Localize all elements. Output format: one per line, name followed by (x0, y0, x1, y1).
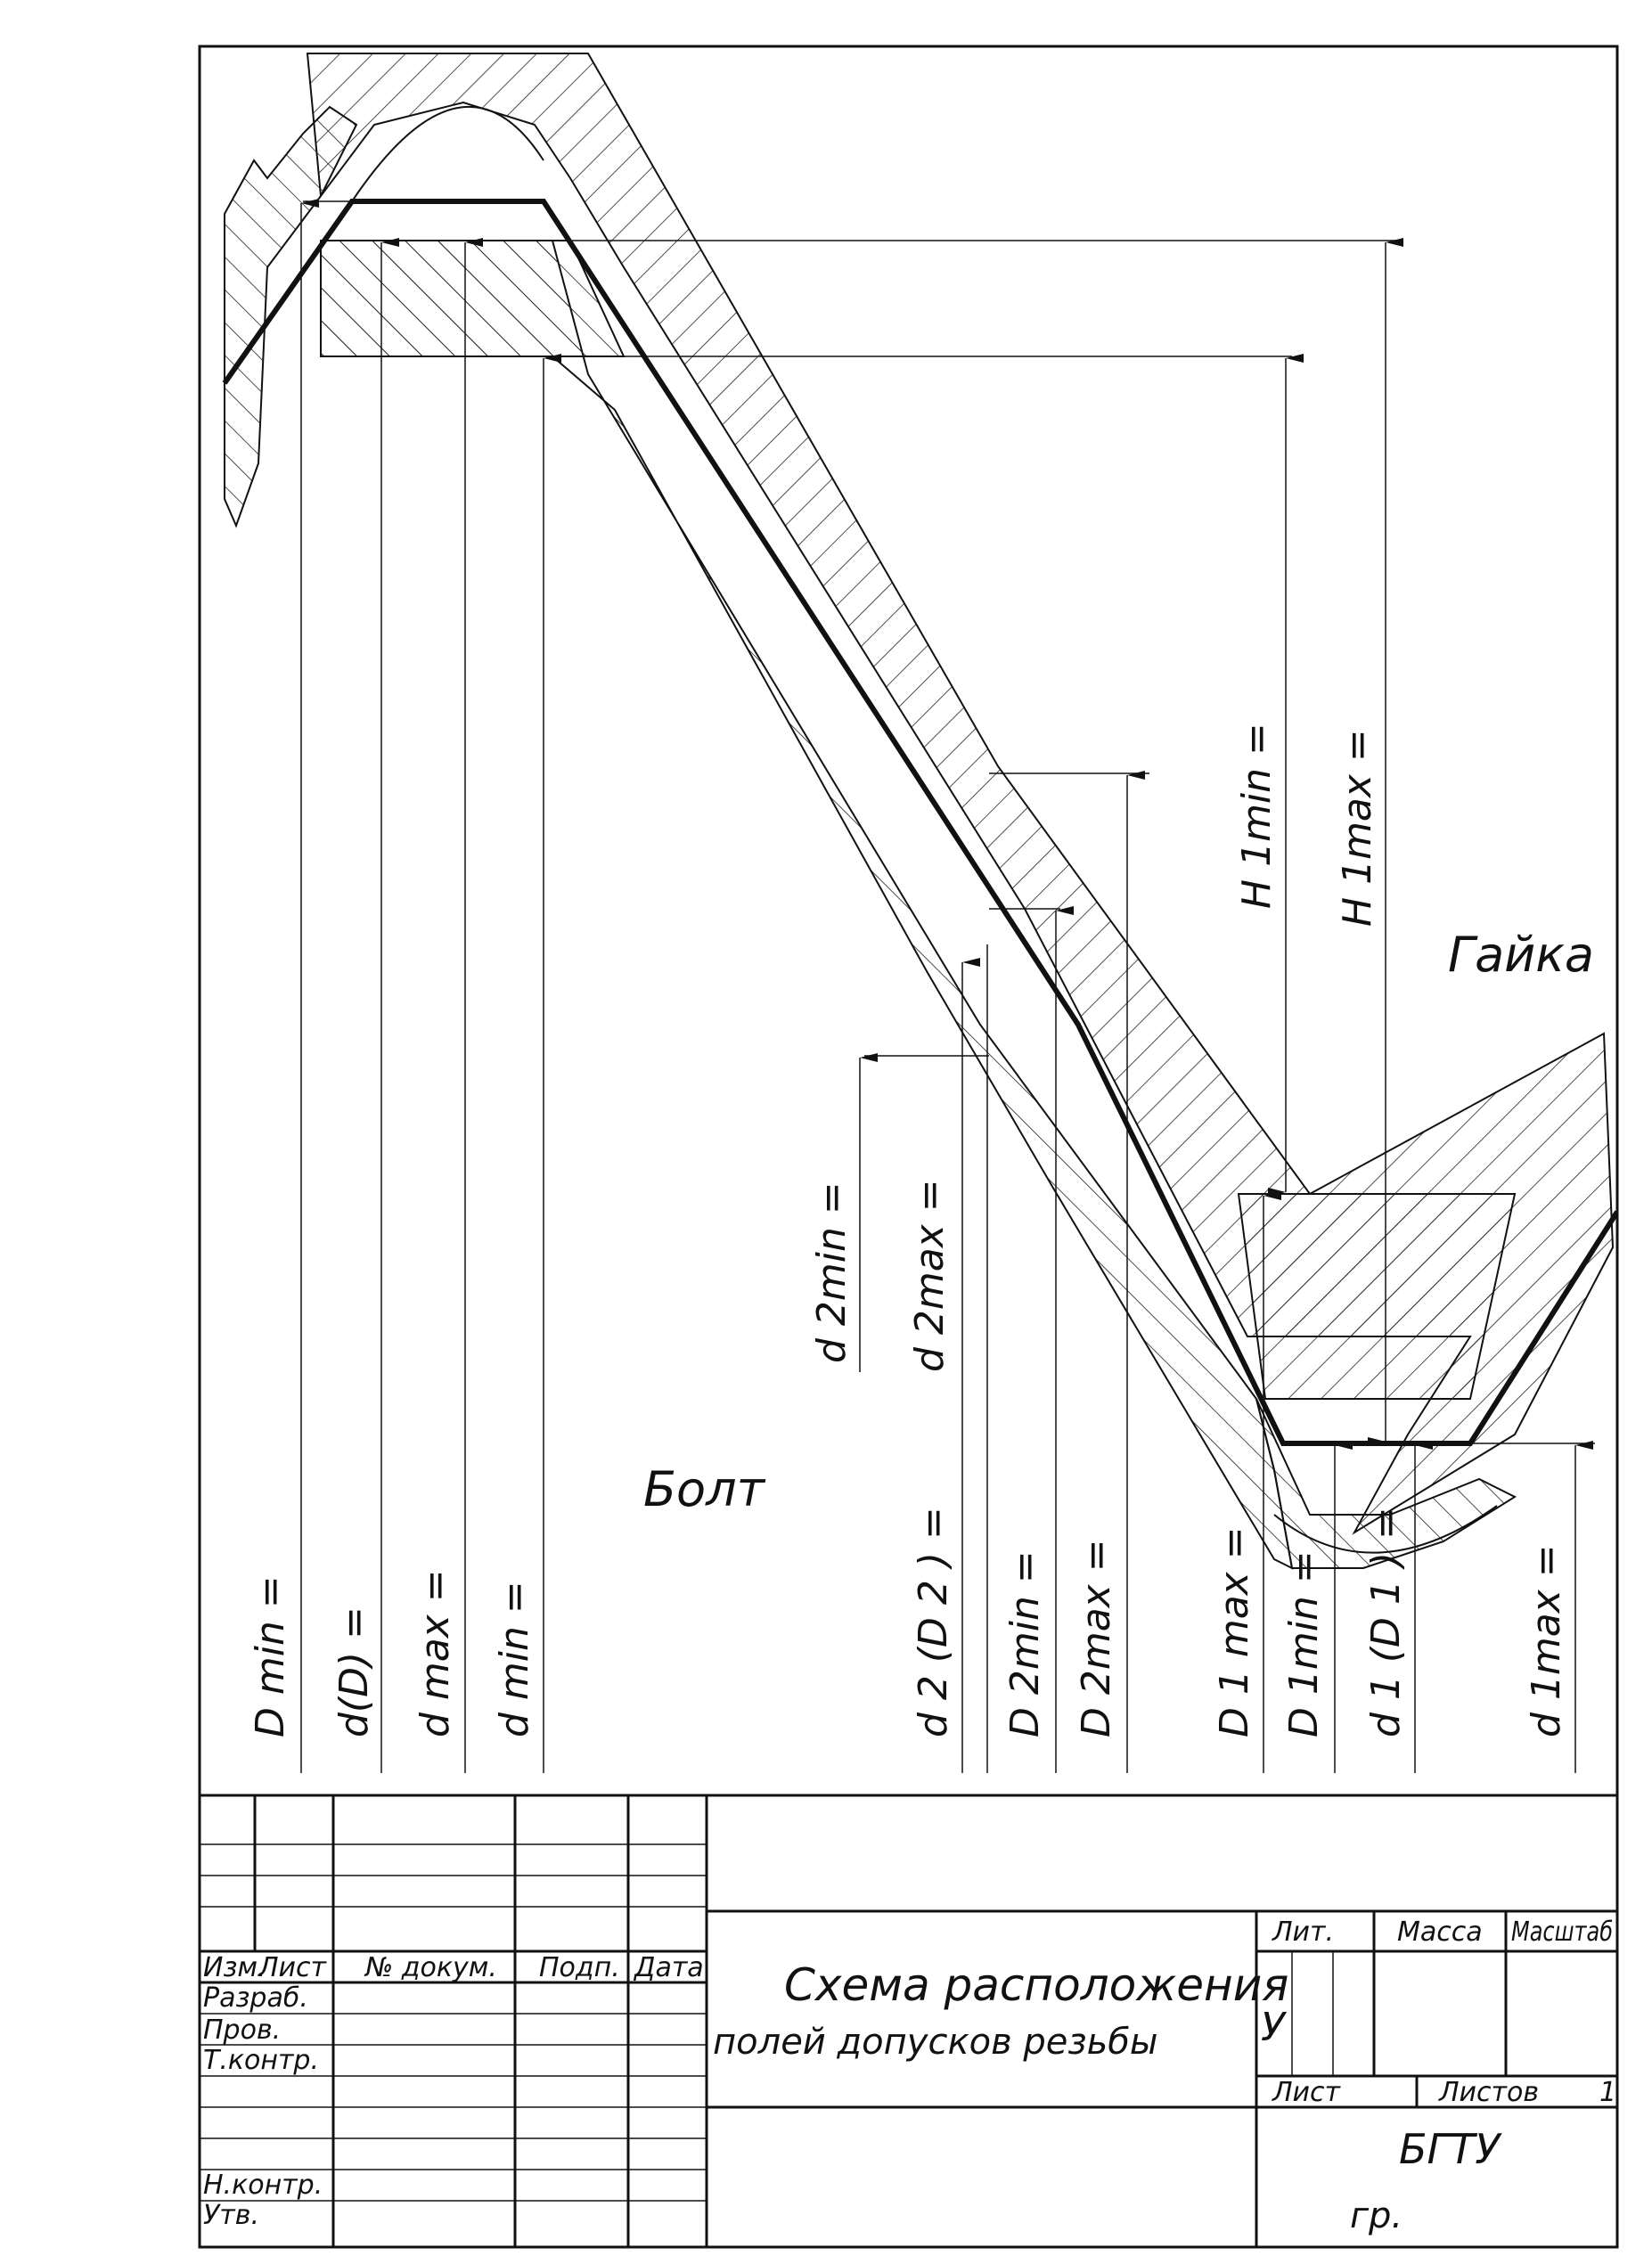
label-d2-D2: d 2 (D 2 ) = (911, 1507, 956, 1737)
label-d1-D1: d 1 (D 1 ) = (1363, 1507, 1409, 1737)
sheet-frame (198, 45, 1619, 2249)
label-d-max: d max = (413, 1569, 458, 1737)
tb-doc: № докум. (364, 1952, 497, 1983)
label-D1-min: D 1min = (1281, 1550, 1327, 1737)
tb-prov: Пров. (203, 2015, 281, 2046)
tb-izm: Изм. (203, 1952, 266, 1983)
tb-listov: Листов (1438, 2077, 1539, 2108)
bolt-label: Болт (643, 1461, 766, 1517)
bolt-root-band (1255, 1398, 1517, 1569)
label-D2-max: D 2max = (1074, 1539, 1119, 1737)
label-d1-max: d 1max = (1524, 1544, 1569, 1737)
tb-masshtab: Масштаб (1511, 1917, 1613, 1948)
tb-list-label: Лист (1272, 2077, 1342, 2108)
drawing-title-line1: Схема расположения (784, 1959, 1288, 2011)
label-d-min: d min = (492, 1581, 537, 1737)
tb-nkontr: Н.контр. (203, 2170, 323, 2201)
tb-utv: Утв. (203, 2200, 259, 2231)
label-D-min: D min = (248, 1575, 293, 1737)
label-d2-max: d 2max = (907, 1179, 953, 1372)
label-d-D: d(D) = (331, 1606, 377, 1737)
tb-podp: Подп. (539, 1952, 620, 1983)
nut-crest-band (1237, 1193, 1517, 1400)
label-D1-max: D 1 max = (1212, 1526, 1257, 1737)
tb-list: Лист (258, 1952, 328, 1983)
tb-massa: Масса (1397, 1917, 1483, 1948)
tb-lit: Лит. (1272, 1917, 1334, 1948)
drawing-title-line2: полей допусков резьбы (713, 2022, 1157, 2063)
tb-lit-value: У (1261, 2005, 1288, 2050)
tb-org: БГТУ (1399, 2125, 1502, 2173)
tb-listov-value: 1 (1599, 2077, 1616, 2108)
tb-data: Дата (633, 1952, 704, 1983)
label-D2-min: D 2min = (1002, 1550, 1048, 1737)
tb-group: гр. (1350, 2195, 1403, 2236)
nut-root-arc (351, 105, 544, 202)
bolt-root-arc (1273, 1505, 1498, 1554)
nut-label: Гайка (1448, 927, 1594, 983)
title-block (200, 1794, 1617, 2247)
label-H1-min: H 1min = (1234, 723, 1280, 909)
tb-razrab: Разраб. (203, 1982, 308, 2014)
label-H1-max: H 1max = (1335, 729, 1380, 927)
tb-tkontr: Т.контр. (203, 2045, 319, 2076)
label-d2-min: d 2min = (809, 1181, 855, 1363)
